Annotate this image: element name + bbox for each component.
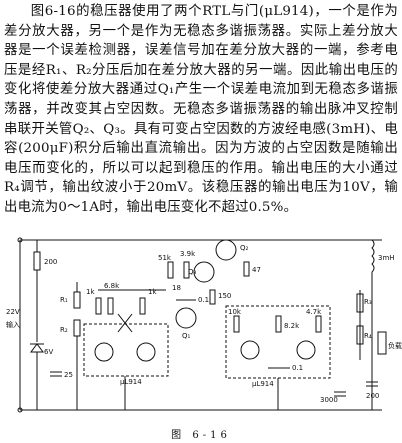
label-0.1: 0.1	[198, 296, 209, 304]
label-q1: Q₁	[182, 332, 191, 340]
label-1k-b: 1k	[148, 288, 157, 296]
circuit-diagram: 输入 22V 200 6V 25 R₁ R₂ μL914 1k 1k 6.8k …	[6, 237, 402, 413]
label-4k7: 4.7k	[306, 308, 322, 316]
label-51k: 51k	[158, 254, 172, 262]
transistor-q1	[175, 307, 197, 329]
resistor-150	[209, 289, 216, 305]
inductor-3mh	[371, 239, 375, 273]
label-150: 150	[218, 292, 231, 300]
resistor-r4	[356, 325, 364, 345]
label-18: 18	[172, 284, 181, 292]
label-3k9: 3.9k	[180, 250, 196, 258]
ul914-astable-multivibrator	[225, 305, 331, 379]
resistor-4k7	[315, 315, 322, 333]
transistor-q3	[193, 261, 215, 283]
zener-diode	[30, 343, 44, 353]
input-terminal-top	[17, 237, 23, 243]
label-1k-a: 1k	[86, 288, 95, 296]
resistor-1k	[95, 297, 102, 315]
transistor	[94, 342, 114, 362]
resistor-r3	[356, 293, 364, 313]
figure-caption: 图 6-16	[171, 430, 231, 441]
resistor-r2	[73, 319, 81, 337]
label-load: 负载	[388, 341, 402, 350]
label-q3: Q₃	[188, 268, 197, 276]
label-200uf: 200	[366, 392, 379, 400]
label-25: 25	[64, 371, 73, 379]
label-r3: R₃	[364, 298, 372, 306]
resistor-47	[243, 261, 250, 277]
label-q2: Q₂	[240, 244, 249, 252]
label-r4: R₄	[364, 332, 372, 340]
input-label: 输入	[6, 320, 20, 329]
transistor-q2	[215, 239, 237, 261]
label-3000: 3000	[320, 396, 338, 404]
resistor-200	[33, 251, 41, 271]
label-47: 47	[252, 266, 261, 274]
resistor-3k9	[183, 261, 190, 279]
label-200: 200	[44, 258, 57, 266]
label-0.1b: 0.1	[292, 364, 303, 372]
label-ul914-a: μL914	[120, 378, 142, 386]
transistor	[240, 340, 260, 360]
ul914-differential-amplifier	[83, 323, 169, 377]
label-10k: 10k	[228, 308, 242, 316]
resistor-1k	[139, 297, 146, 315]
input-terminal-bottom	[17, 407, 23, 413]
label-3mh: 3mH	[378, 254, 395, 262]
transistor	[296, 340, 316, 360]
resistor-51k	[167, 261, 174, 279]
wire	[117, 313, 133, 333]
label-r2: R₂	[60, 326, 68, 334]
label-8k2: 8.2k	[284, 322, 300, 330]
label-6v: 6V	[44, 348, 53, 356]
body-text: 图6-16的稳压器使用了两个RTL与门(μL914)，一个是作为差分放大器，另一…	[4, 2, 398, 218]
resistor-10k	[233, 315, 240, 333]
label-ul914-b: μL914	[252, 380, 274, 388]
resistor-8k2	[275, 315, 282, 333]
label-6k8: 6.8k	[104, 282, 120, 290]
transistor	[136, 342, 156, 362]
label-r1: R₁	[60, 296, 68, 304]
paragraph: 图6-16的稳压器使用了两个RTL与门(μL914)，一个是作为差分放大器，另一…	[4, 4, 398, 215]
input-voltage-label: 22V	[6, 308, 20, 316]
resistor-r1	[73, 291, 81, 309]
resistor-6k8	[107, 297, 114, 315]
load	[377, 331, 387, 355]
